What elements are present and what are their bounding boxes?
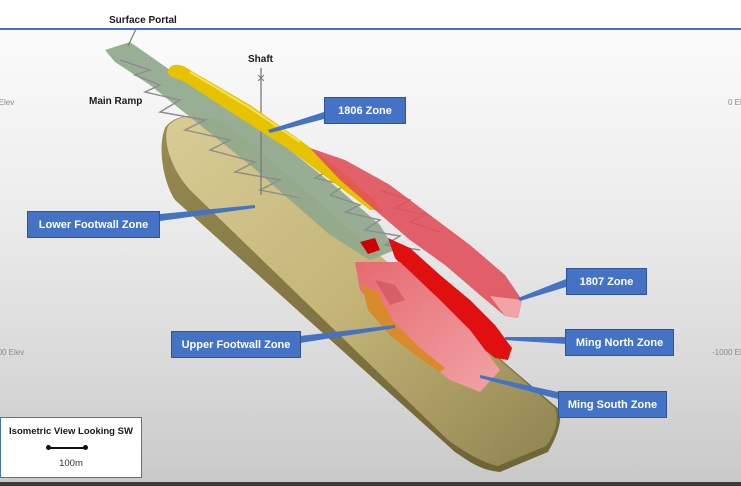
- view-title: Isometric View Looking SW: [9, 426, 133, 437]
- zone-1806-solid: [167, 64, 380, 210]
- title-band: [0, 0, 741, 28]
- view-legend-box: Isometric View Looking SW 100m: [0, 417, 142, 478]
- footwall-green-sheet: [105, 42, 395, 260]
- leader-ming-south: [480, 375, 558, 399]
- scale-label: 100m: [59, 458, 83, 469]
- leader-lower-footwall: [160, 205, 255, 221]
- leader-surface-portal: [127, 28, 137, 47]
- callout-upper-footwall-zone: Upper Footwall Zone: [171, 331, 301, 358]
- shaft: [257, 68, 265, 195]
- leader-ming-north: [505, 337, 566, 344]
- bottom-divider: [0, 482, 741, 486]
- label-surface-portal: Surface Portal: [109, 15, 177, 26]
- zone-1807-solid: [310, 148, 522, 318]
- callout-ming-north-zone: Ming North Zone: [565, 329, 674, 356]
- scale-bar-end-dot: [83, 445, 88, 450]
- scale-bar: [48, 447, 86, 449]
- leader-1806-zone: [268, 112, 324, 133]
- elevation-label-right-minus1000: -1000 Elev: [712, 348, 741, 357]
- callout-1806-zone: 1806 Zone: [324, 97, 406, 124]
- callout-1807-zone: 1807 Zone: [566, 268, 647, 295]
- callout-lower-footwall-zone: Lower Footwall Zone: [27, 211, 160, 238]
- ming-north-zone-solid: [360, 238, 512, 360]
- ming-south-zone-solid: [355, 262, 500, 392]
- elevation-label-right-0: 0 Elev: [728, 98, 741, 107]
- elevation-label-left-0: 0 Elev: [0, 98, 15, 107]
- upper-footwall-zone-solid: [362, 285, 445, 372]
- leader-upper-footwall: [300, 325, 395, 343]
- leader-1807-zone: [518, 279, 566, 301]
- label-main-ramp: Main Ramp: [89, 96, 143, 107]
- callout-leaders: [160, 112, 566, 399]
- callout-ming-south-zone: Ming South Zone: [558, 391, 667, 418]
- label-shaft: Shaft: [248, 54, 273, 65]
- elevation-label-left-minus1000: -1000 Elev: [0, 348, 25, 357]
- header-divider: [0, 28, 741, 30]
